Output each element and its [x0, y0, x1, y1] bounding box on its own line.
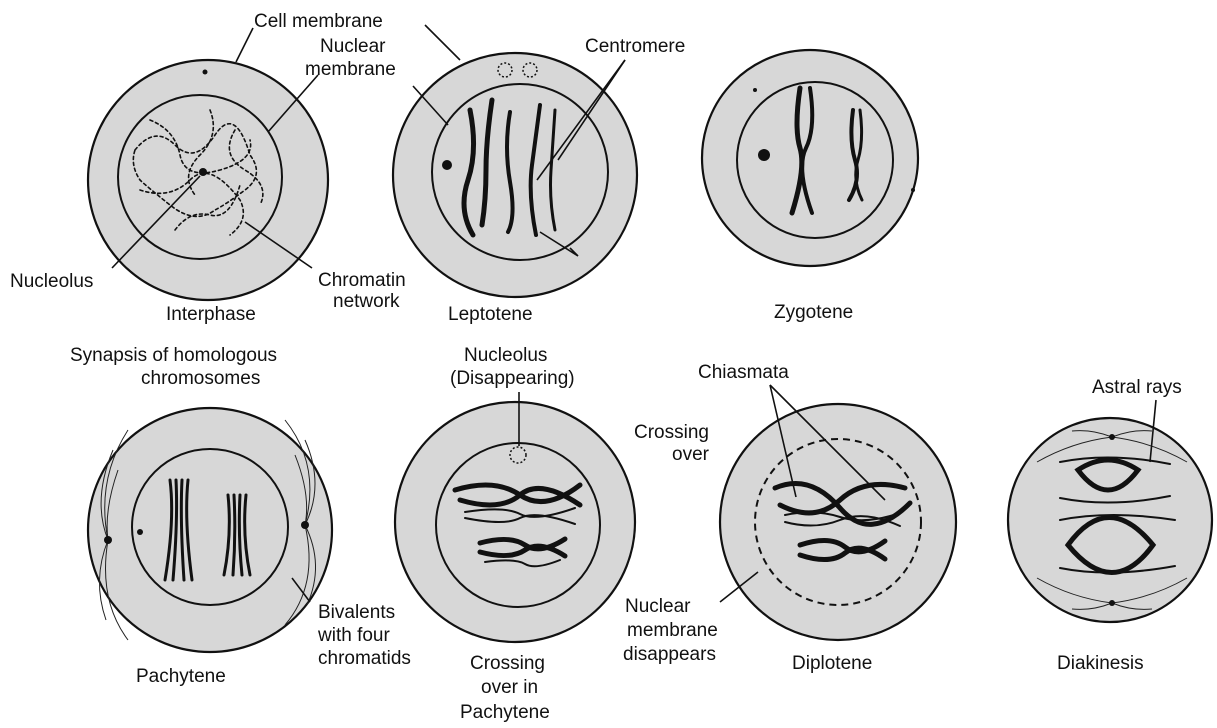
leptotene-cell [393, 53, 637, 297]
diakinesis-centriole-bottom [1109, 600, 1115, 606]
stage-crossing-over-line2: over in [481, 677, 538, 698]
label-crossing-over-line2: over [672, 444, 710, 465]
leptotene-nucleolus [442, 160, 452, 170]
label-astral-rays: Astral rays [1092, 377, 1182, 398]
label-chromatin-line1: Chromatin [318, 270, 406, 291]
label-cell-membrane: Cell membrane [254, 11, 383, 32]
pachytene-nuclear-membrane [132, 449, 288, 605]
stage-leptotene: Leptotene [448, 304, 533, 325]
interphase-nucleolus [199, 168, 207, 176]
label-crossing-over-line1: Crossing [634, 422, 709, 443]
diakinesis-cell [1008, 418, 1212, 622]
label-nm-disappears-line2: membrane [627, 620, 718, 641]
label-synapsis-line1: Synapsis of homologous [70, 345, 277, 366]
label-centromere: Centromere [585, 36, 685, 57]
crossing-over-cell [395, 402, 635, 642]
zygotene-centriole-bottom [911, 188, 915, 192]
label-chromatin-line2: network [333, 291, 400, 312]
diakinesis-centriole-top [1109, 434, 1115, 440]
stage-interphase: Interphase [166, 304, 256, 325]
zygotene-nucleolus [758, 149, 770, 161]
pachytene-cell [88, 408, 332, 652]
crossing-over-nuclear-membrane [436, 443, 600, 607]
diplotene-cell [720, 404, 956, 640]
stage-diplotene: Diplotene [792, 653, 872, 674]
leptotene-nuclear-membrane [432, 84, 608, 260]
stage-crossing-over-line3: Pachytene [460, 702, 550, 723]
pachytene-centriole-left [104, 536, 112, 544]
zygotene-nuclear-membrane [737, 82, 893, 238]
zygotene-centriole-top [753, 88, 757, 92]
interphase-centriole [203, 70, 208, 75]
label-nucleolus-disappearing-line1: Nucleolus [464, 345, 547, 366]
label-nucleolus: Nucleolus [10, 271, 93, 292]
leader-cell-membrane-left [236, 28, 253, 62]
label-chiasmata: Chiasmata [698, 362, 789, 383]
leader-cell-membrane-right [425, 25, 460, 60]
label-bivalents-line1: Bivalents [318, 602, 395, 623]
label-nuclear-membrane-line2: membrane [305, 59, 396, 80]
pachytene-bivalent-2b [233, 495, 235, 575]
label-nucleolus-disappearing-line2: (Disappearing) [450, 368, 575, 389]
stage-pachytene: Pachytene [136, 666, 226, 687]
stage-crossing-over-line1: Crossing [470, 653, 545, 674]
pachytene-nucleolus [137, 529, 143, 535]
label-bivalents-line3: chromatids [318, 648, 411, 669]
label-synapsis-line2: chromosomes [141, 368, 260, 389]
label-nm-disappears-line3: disappears [623, 644, 716, 665]
interphase-cell [88, 60, 328, 300]
zygotene-cell [702, 50, 918, 266]
label-bivalents-line2: with four [317, 625, 390, 646]
label-nm-disappears-line1: Nuclear [625, 596, 691, 617]
stage-diakinesis: Diakinesis [1057, 653, 1144, 674]
label-nuclear-membrane-line1: Nuclear [320, 36, 386, 57]
pachytene-centriole-right [301, 521, 309, 529]
stage-zygotene: Zygotene [774, 302, 853, 323]
